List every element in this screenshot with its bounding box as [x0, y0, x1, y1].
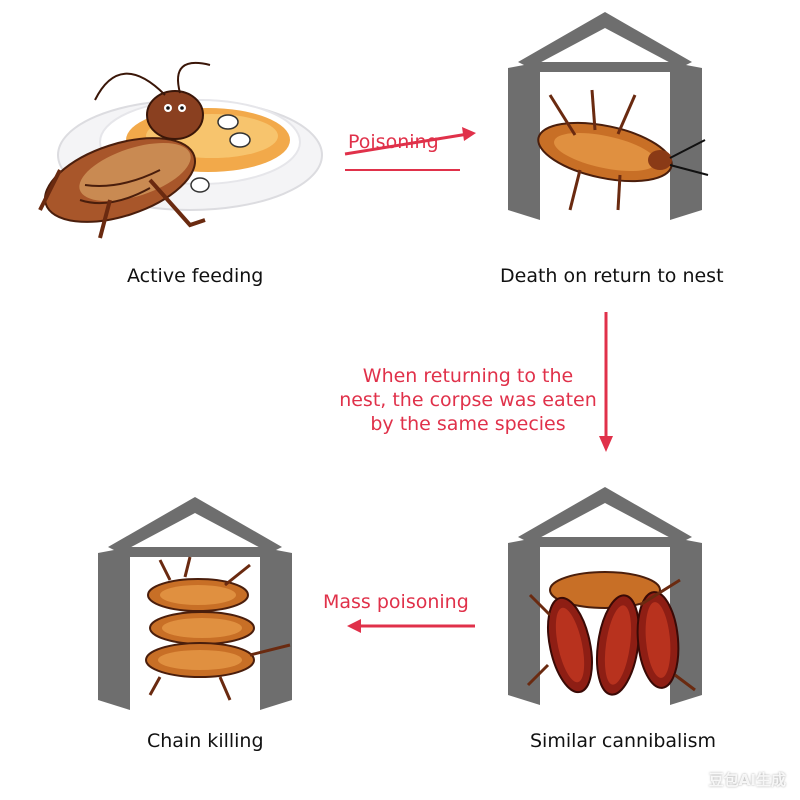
- nest-house-2: [508, 487, 702, 705]
- return-nest-arrow: [599, 312, 613, 452]
- arrow-label-mass-poisoning: Mass poisoning: [323, 591, 469, 613]
- return-nest-line-3: by the same species: [370, 413, 566, 435]
- watermark: 豆包AI生成: [708, 771, 786, 789]
- return-nest-line-2: nest, the corpse was eaten: [339, 389, 597, 411]
- dead-cockroach: [537, 89, 709, 211]
- step-label-chain-killing: Chain killing: [147, 730, 264, 752]
- return-nest-description: When returning to the nest, the corpse w…: [320, 364, 616, 436]
- nest-house-3: [98, 497, 292, 710]
- return-nest-line-1: When returning to the: [362, 365, 574, 387]
- cannibal-cockroaches: [526, 571, 696, 696]
- bait-dish-illustration: [38, 61, 323, 239]
- step-label-similar-cannibalism: Similar cannibalism: [530, 730, 717, 752]
- poisoning-arrow: [344, 127, 476, 171]
- step-label-death-on-return: Death on return to nest: [500, 265, 724, 287]
- step-label-active-feeding: Active feeding: [127, 265, 264, 287]
- dead-cockroach-pile: [145, 556, 291, 701]
- nest-house-1: [508, 12, 709, 220]
- feeding-cockroach: [38, 61, 251, 239]
- arrow-label-poisoning: Poisoning: [348, 131, 439, 153]
- mass-poisoning-arrow: [347, 619, 475, 633]
